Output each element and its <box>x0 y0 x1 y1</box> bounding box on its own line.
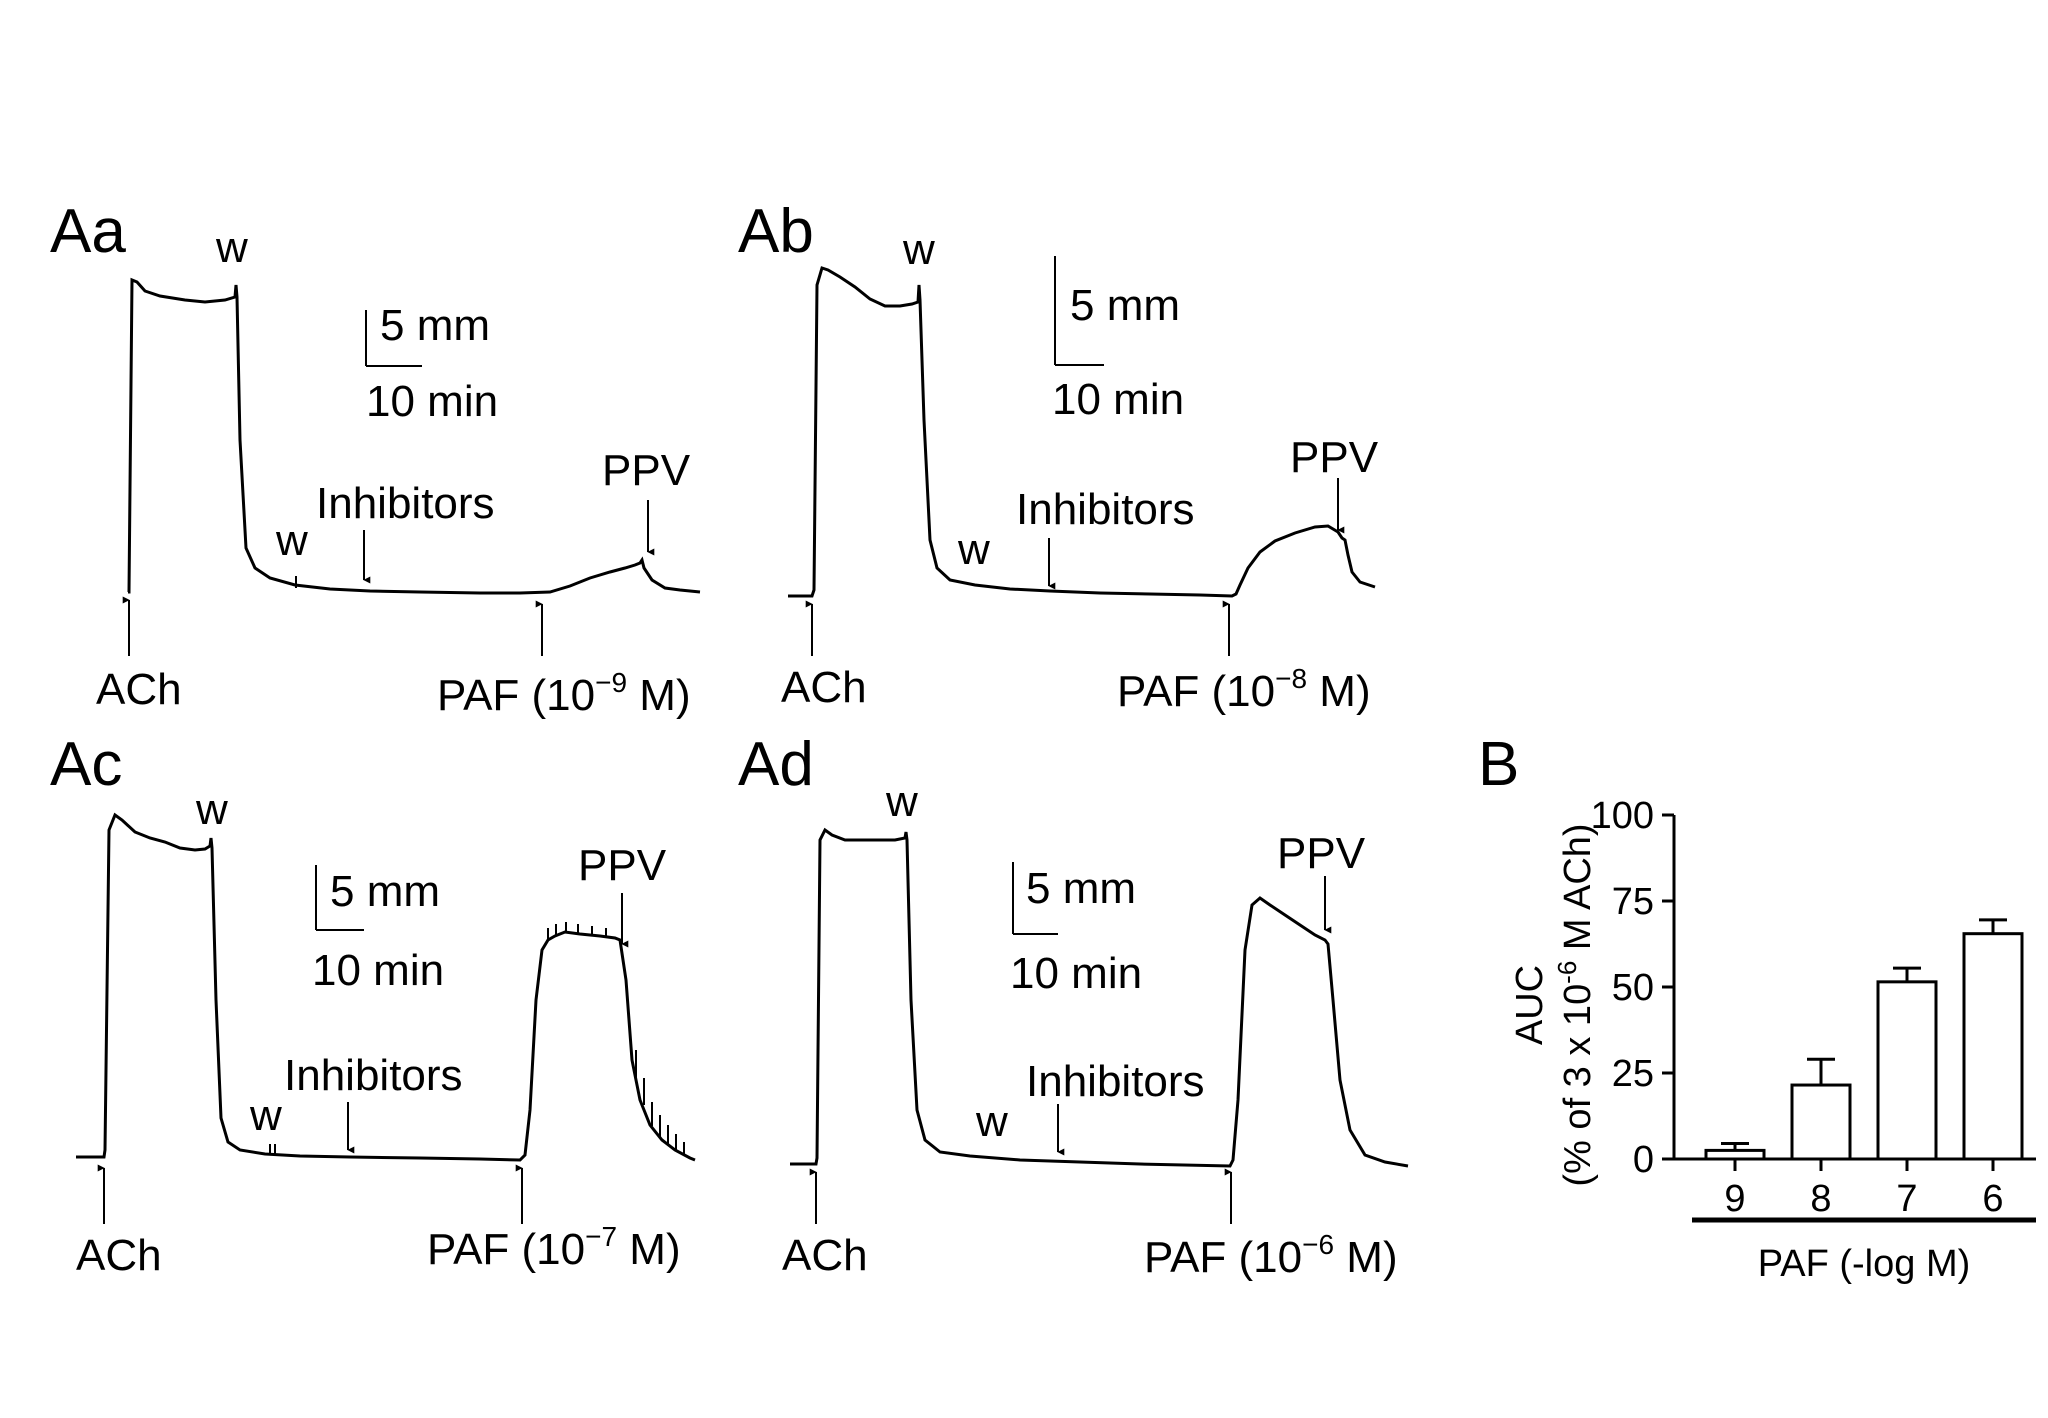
trace <box>127 277 701 595</box>
wash-label: w <box>957 525 990 574</box>
ach-label: ACh <box>96 665 182 714</box>
x-tick-label: 6 <box>1982 1178 2003 1220</box>
paf-label: PAF (10−9 M) <box>437 667 691 720</box>
inhibitors-label: Inhibitors <box>284 1051 463 1100</box>
ach-label: ACh <box>76 1231 162 1280</box>
y-axis-title: AUC <box>1509 965 1551 1045</box>
paf-label: PAF (10−8 M) <box>1117 663 1371 716</box>
x-tick-label: 9 <box>1724 1178 1745 1220</box>
ach-label: ACh <box>782 1231 868 1280</box>
inhibitors-label: Inhibitors <box>316 479 495 528</box>
wash-label: w <box>249 1091 282 1140</box>
panel-label: B <box>1478 730 1519 799</box>
paf-label: PAF (10−7 M) <box>427 1221 681 1274</box>
wash-label: w <box>195 785 228 834</box>
inhibitors-label: Inhibitors <box>1016 485 1195 534</box>
panel-ad: Ad 5 mm 10 min w w Inhibitors PPV ACh PA… <box>738 730 1409 1282</box>
scale-bar-horizontal-label: 10 min <box>1010 949 1142 998</box>
panel-label: Ac <box>50 730 122 799</box>
trace <box>76 812 696 1162</box>
ppv-label: PPV <box>578 841 667 890</box>
ppv-label: PPV <box>602 446 691 495</box>
x-tick-label: 8 <box>1810 1178 1831 1220</box>
bar <box>1790 1083 1852 1161</box>
panel-ac: Ac 5 mm 10 min w w Inhibitors PPV <box>50 730 696 1280</box>
wash-label: w <box>975 1097 1008 1146</box>
y-tick-label: 100 <box>1591 795 1654 837</box>
panel-b: B 0 25 50 75 100 9 8 7 6 PAF (-log M) AUC (% of … <box>1478 730 2036 1285</box>
bar <box>1876 980 1938 1161</box>
scale-bar-vertical-label: 5 mm <box>380 301 490 350</box>
x-tick-label: 7 <box>1896 1178 1917 1220</box>
y-tick-label: 75 <box>1612 881 1654 923</box>
y-axis-subtitle: (% of 3 x 10-6 M ACh) <box>1552 823 1599 1186</box>
chart-bars <box>1704 918 2024 1161</box>
ppv-label: PPV <box>1290 433 1379 482</box>
panel-ab: Ab 5 mm 10 min w w Inhibitors PPV ACh PA… <box>738 197 1379 716</box>
trace <box>790 827 1409 1168</box>
scale-bar-horizontal-label: 10 min <box>312 946 444 995</box>
trace-spikes <box>269 922 685 1155</box>
bar <box>1704 1148 1766 1161</box>
x-axis-title: PAF (-log M) <box>1758 1243 1971 1285</box>
panel-label: Aa <box>50 197 126 266</box>
wash-label: w <box>215 223 248 272</box>
bar <box>1962 932 2024 1161</box>
wash-label: w <box>902 225 935 274</box>
panel-aa: Aa 5 mm 10 min w w Inhibitors PPV ACh PA… <box>50 197 701 720</box>
trace <box>788 266 1376 598</box>
wash-label: w <box>275 516 308 565</box>
paf-label: PAF (10−6 M) <box>1144 1229 1398 1282</box>
y-tick-label: 50 <box>1612 967 1654 1009</box>
scale-bar-vertical-label: 5 mm <box>1070 281 1180 330</box>
wash-label: w <box>885 777 918 826</box>
ppv-label: PPV <box>1277 829 1366 878</box>
scale-bar-horizontal-label: 10 min <box>1052 375 1184 424</box>
y-tick-label: 0 <box>1633 1139 1654 1181</box>
scale-bar-vertical-label: 5 mm <box>330 867 440 916</box>
inhibitors-label: Inhibitors <box>1026 1057 1205 1106</box>
panel-label: Ab <box>738 197 814 266</box>
scale-bar-horizontal-label: 10 min <box>366 377 498 426</box>
panel-label: Ad <box>738 730 814 799</box>
y-tick-label: 25 <box>1612 1053 1654 1095</box>
scale-bar-vertical-label: 5 mm <box>1026 864 1136 913</box>
ach-label: ACh <box>781 663 867 712</box>
